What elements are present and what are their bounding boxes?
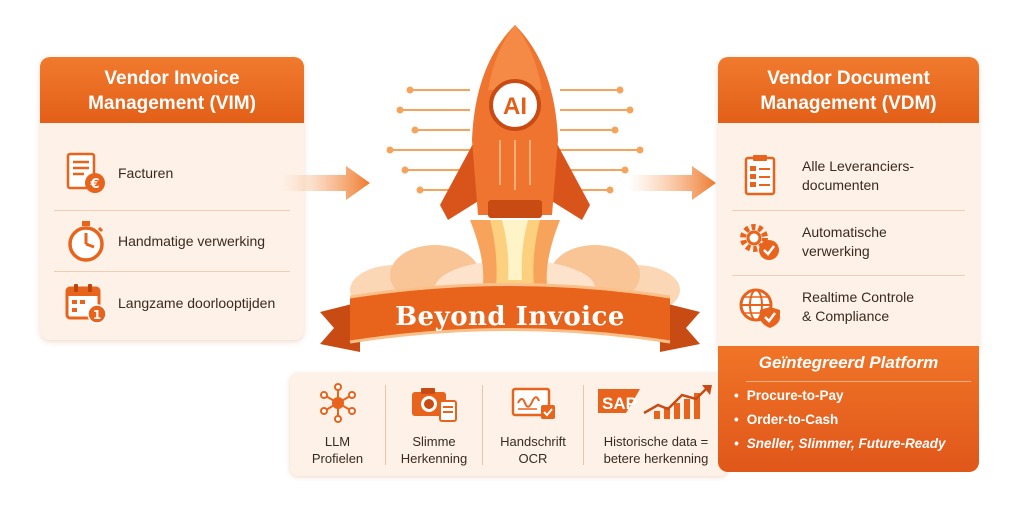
vim-title-line1: Vendor Invoice: [104, 68, 240, 89]
stopwatch-icon: [68, 221, 104, 262]
circuit-lines: [390, 89, 640, 191]
vim-item-label: Langzame doorlooptijden: [118, 294, 276, 311]
platform-bullet: Sneller, Slimmer, Future-Ready: [734, 432, 946, 456]
vdm-item-label-line1: Alle Leveranciers-: [802, 158, 915, 174]
vdm-title-line1: Vendor Document: [767, 68, 930, 89]
calendar-icon: 1: [65, 284, 107, 324]
vdm-item-documenten: Alle Leveranciers- documenten: [718, 151, 979, 201]
feature-label-line1: Slimme: [412, 434, 456, 449]
vdm-item-verwerking: Automatische verwerking: [718, 217, 979, 267]
vdm-item-label-line2: & Compliance: [802, 308, 890, 324]
svg-text:1: 1: [93, 308, 101, 322]
vdm-item-label: Automatische verwerking: [802, 223, 887, 261]
documents-icon: [744, 155, 776, 196]
features-bar: LLM Profielen Slimme Herkenning Handsch: [290, 373, 728, 476]
vim-panel-title: Vendor Invoice Management (VIM): [40, 57, 304, 123]
feature-label-line2: betere herkenning: [603, 451, 709, 466]
vdm-panel-title: Vendor Document Management (VDM): [718, 57, 979, 123]
feature-label: Slimme Herkenning: [386, 433, 482, 467]
platform-bullets: Procure-to-Pay Order-to-Cash Sneller, Sl…: [734, 384, 946, 456]
beyond-invoice-banner: [320, 283, 700, 352]
sap-growth-chart-icon: SAP: [598, 385, 712, 419]
vdm-item-label-line2: documenten: [802, 177, 880, 193]
vim-item-handmatig: Handmatige verwerking: [40, 217, 304, 265]
vim-item-facturen: € Facturen: [40, 149, 304, 197]
feature-label: Historische data = betere herkenning: [584, 433, 728, 467]
camera-document-icon: [412, 388, 457, 422]
feature-label: LLM Profielen: [290, 433, 385, 467]
divider: [732, 275, 965, 276]
divider: [482, 385, 483, 465]
sap-logo-text: SAP: [602, 394, 637, 413]
globe-shield-icon: [739, 288, 780, 328]
vim-item-doorlooptijden: 1 Langzame doorlooptijden: [40, 279, 304, 327]
feature-handschrift-ocr: Handschrift OCR: [483, 373, 583, 476]
banner-text: Beyond Invoice: [395, 302, 625, 332]
divider: [385, 385, 386, 465]
feature-historische-data: SAP Historische data = betere herkenning: [584, 373, 728, 476]
integrated-platform-box: Geïntegreerd Platform Procure-to-Pay Ord…: [718, 346, 979, 472]
ai-badge: AI: [503, 93, 527, 120]
vdm-item-compliance: Realtime Controle & Compliance: [718, 282, 979, 332]
divider: [746, 381, 971, 382]
vim-panel: Vendor Invoice Management (VIM) € Factur…: [40, 57, 304, 340]
vim-title-line2: Management (VIM): [88, 93, 256, 114]
feature-label-line2: Herkenning: [400, 451, 468, 466]
arrow-right-icon: [282, 166, 370, 200]
feature-label-line2: OCR: [518, 451, 548, 466]
feature-label: Handschrift OCR: [483, 433, 583, 467]
vdm-item-label-line2: verwerking: [802, 243, 870, 259]
feature-label-line1: Historische data =: [603, 434, 709, 449]
vdm-panel: Vendor Document Management (VDM) Alle Le…: [718, 57, 979, 352]
rocket-flames: [470, 220, 560, 300]
gears-check-icon: [740, 224, 779, 260]
divider: [54, 271, 290, 272]
svg-text:€: €: [89, 177, 99, 192]
vim-item-label: Handmatige verwerking: [118, 232, 266, 249]
vim-item-label: Facturen: [118, 164, 174, 181]
divider: [54, 210, 290, 211]
feature-label-line1: Handschrift: [500, 434, 566, 449]
vdm-item-label: Realtime Controle & Compliance: [802, 288, 914, 326]
divider: [732, 210, 965, 211]
platform-bullet: Procure-to-Pay: [734, 384, 946, 408]
feature-slimme-herkenning: Slimme Herkenning: [386, 373, 482, 476]
divider: [583, 385, 584, 465]
vdm-title-line2: Management (VDM): [760, 93, 937, 114]
handwriting-check-icon: [511, 387, 555, 419]
vdm-item-label-line1: Realtime Controle: [802, 289, 915, 305]
arrow-right-icon: [628, 166, 716, 200]
feature-llm: LLM Profielen: [290, 373, 385, 476]
feature-label-line1: LLM: [324, 434, 351, 449]
vdm-item-label: Alle Leveranciers- documenten: [802, 157, 914, 195]
platform-title: Geïntegreerd Platform: [758, 353, 939, 372]
neural-network-icon: [319, 383, 356, 423]
platform-bullet: Order-to-Cash: [734, 408, 946, 432]
invoice-euro-icon: €: [66, 152, 105, 193]
feature-label-line2: Profielen: [311, 451, 364, 466]
vdm-item-label-line1: Automatische: [802, 224, 887, 240]
